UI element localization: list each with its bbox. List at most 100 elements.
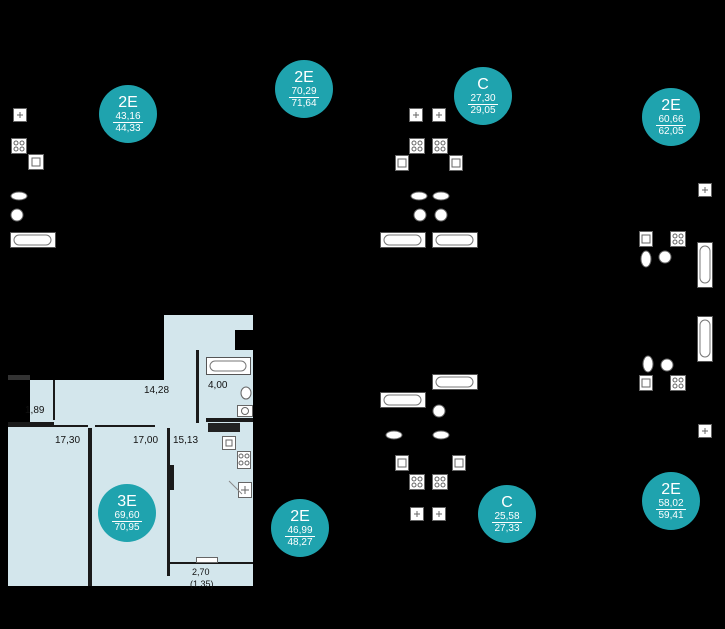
- toilet-icon: [240, 386, 252, 400]
- room-area-label: 2,70: [192, 567, 210, 577]
- apartment-total-area: 29,05: [470, 104, 496, 116]
- apartment-type: 2E: [118, 93, 138, 111]
- room-area-label: 15,13: [173, 435, 199, 446]
- room-area-label: (1,35): [190, 579, 214, 589]
- bathtub-icon: [10, 232, 56, 248]
- apartment-total-area: 70,95: [114, 521, 140, 533]
- apartment-living-area: 46,99: [285, 524, 315, 537]
- sink-icon: [639, 375, 653, 391]
- sink-icon: [395, 455, 409, 471]
- room-area-label: 4,00: [208, 380, 228, 391]
- wall: [196, 350, 199, 423]
- room-area-label: 14,28: [144, 385, 170, 396]
- toilet-icon: [10, 191, 28, 201]
- kitchen-sink-icon: [222, 436, 236, 450]
- sink-icon: [237, 405, 253, 417]
- toilet-icon: [640, 250, 652, 268]
- sink-icon: [432, 404, 446, 418]
- wall: [167, 428, 170, 576]
- bathtub-icon: [697, 316, 713, 362]
- apartment-type: 3E: [117, 492, 137, 510]
- apartment-total-area: 44,33: [115, 122, 141, 134]
- wall: [53, 380, 55, 420]
- room-area-label: 17,00: [133, 435, 159, 446]
- toilet-icon: [432, 191, 450, 201]
- apartment-badge-selected[interactable]: 3E 69,60 70,95: [98, 484, 156, 542]
- cabinet-icon: [698, 424, 712, 438]
- room-area-label: 17,30: [55, 435, 81, 446]
- wall: [88, 428, 92, 586]
- apartment-living-area: 60,66: [656, 113, 686, 126]
- door-arc-icon: [228, 480, 243, 495]
- apartment-living-area: 58,02: [656, 497, 686, 510]
- bathtub-icon: [697, 242, 713, 288]
- apartment-badge[interactable]: 2E 70,29 71,64: [275, 60, 333, 118]
- stove-icon: [432, 474, 448, 490]
- apartment-total-area: 48,27: [287, 536, 313, 548]
- stove-icon: [409, 474, 425, 490]
- wall: [8, 425, 88, 427]
- apartment-living-area: 43,16: [113, 110, 143, 123]
- cabinet-icon: [698, 183, 712, 197]
- wall: [8, 422, 54, 425]
- bathtub-icon: [206, 357, 251, 375]
- apartment-type: C: [501, 493, 513, 511]
- apartment-badge[interactable]: 2E 58,02 59,41: [642, 472, 700, 530]
- cabinet-icon: [13, 108, 27, 122]
- stove-icon: [237, 451, 251, 469]
- cabinet-icon: [432, 507, 446, 521]
- apartment-type: 2E: [661, 480, 681, 498]
- apartment-badge[interactable]: 2E 46,99 48,27: [271, 499, 329, 557]
- apartment-living-area: 25,58: [492, 510, 522, 523]
- stove-icon: [432, 138, 448, 154]
- wall: [8, 375, 30, 380]
- wall: [208, 423, 240, 432]
- apartment-total-area: 59,41: [658, 509, 684, 521]
- sink-icon: [413, 208, 427, 222]
- apartment-type: 2E: [290, 507, 310, 525]
- apartment-badge[interactable]: 2E 43,16 44,33: [99, 85, 157, 143]
- apartment-badge[interactable]: C 25,58 27,33: [478, 485, 536, 543]
- apartment-living-area: 70,29: [289, 85, 319, 98]
- wall: [170, 465, 174, 490]
- sink-icon: [434, 208, 448, 222]
- toilet-icon: [385, 430, 403, 440]
- cabinet-icon: [410, 507, 424, 521]
- apartment-type: 2E: [294, 68, 314, 86]
- sink-icon: [10, 208, 24, 222]
- stove-icon: [409, 138, 425, 154]
- sink-icon: [660, 358, 674, 372]
- balcony-door-icon: [196, 557, 218, 563]
- apartment-total-area: 62,05: [658, 125, 684, 137]
- sink-icon: [658, 250, 672, 264]
- room-fill-balcony: [197, 562, 253, 586]
- toilet-icon: [642, 355, 654, 373]
- stove-icon: [670, 375, 686, 391]
- apartment-total-area: 27,33: [494, 522, 520, 534]
- sink-icon: [395, 155, 409, 171]
- apartment-total-area: 71,64: [291, 97, 317, 109]
- bathtub-icon: [432, 374, 478, 390]
- apartment-type: 2E: [661, 96, 681, 114]
- apartment-type: C: [477, 75, 489, 93]
- bathtub-icon: [380, 392, 426, 408]
- apartment-living-area: 27,30: [468, 92, 498, 105]
- sink-icon: [452, 455, 466, 471]
- sink-icon: [28, 154, 44, 170]
- sink-icon: [639, 231, 653, 247]
- toilet-icon: [410, 191, 428, 201]
- wall: [235, 330, 253, 350]
- apartment-living-area: 69,60: [112, 509, 142, 522]
- apartment-badge[interactable]: C 27,30 29,05: [454, 67, 512, 125]
- wall: [95, 425, 155, 427]
- sink-icon: [449, 155, 463, 171]
- stove-icon: [11, 138, 27, 154]
- cabinet-icon: [409, 108, 423, 122]
- wall: [206, 418, 253, 422]
- cabinet-icon: [432, 108, 446, 122]
- room-area-label: 1,89: [25, 405, 45, 416]
- wall: [170, 562, 253, 564]
- toilet-icon: [432, 430, 450, 440]
- apartment-badge[interactable]: 2E 60,66 62,05: [642, 88, 700, 146]
- stove-icon: [670, 231, 686, 247]
